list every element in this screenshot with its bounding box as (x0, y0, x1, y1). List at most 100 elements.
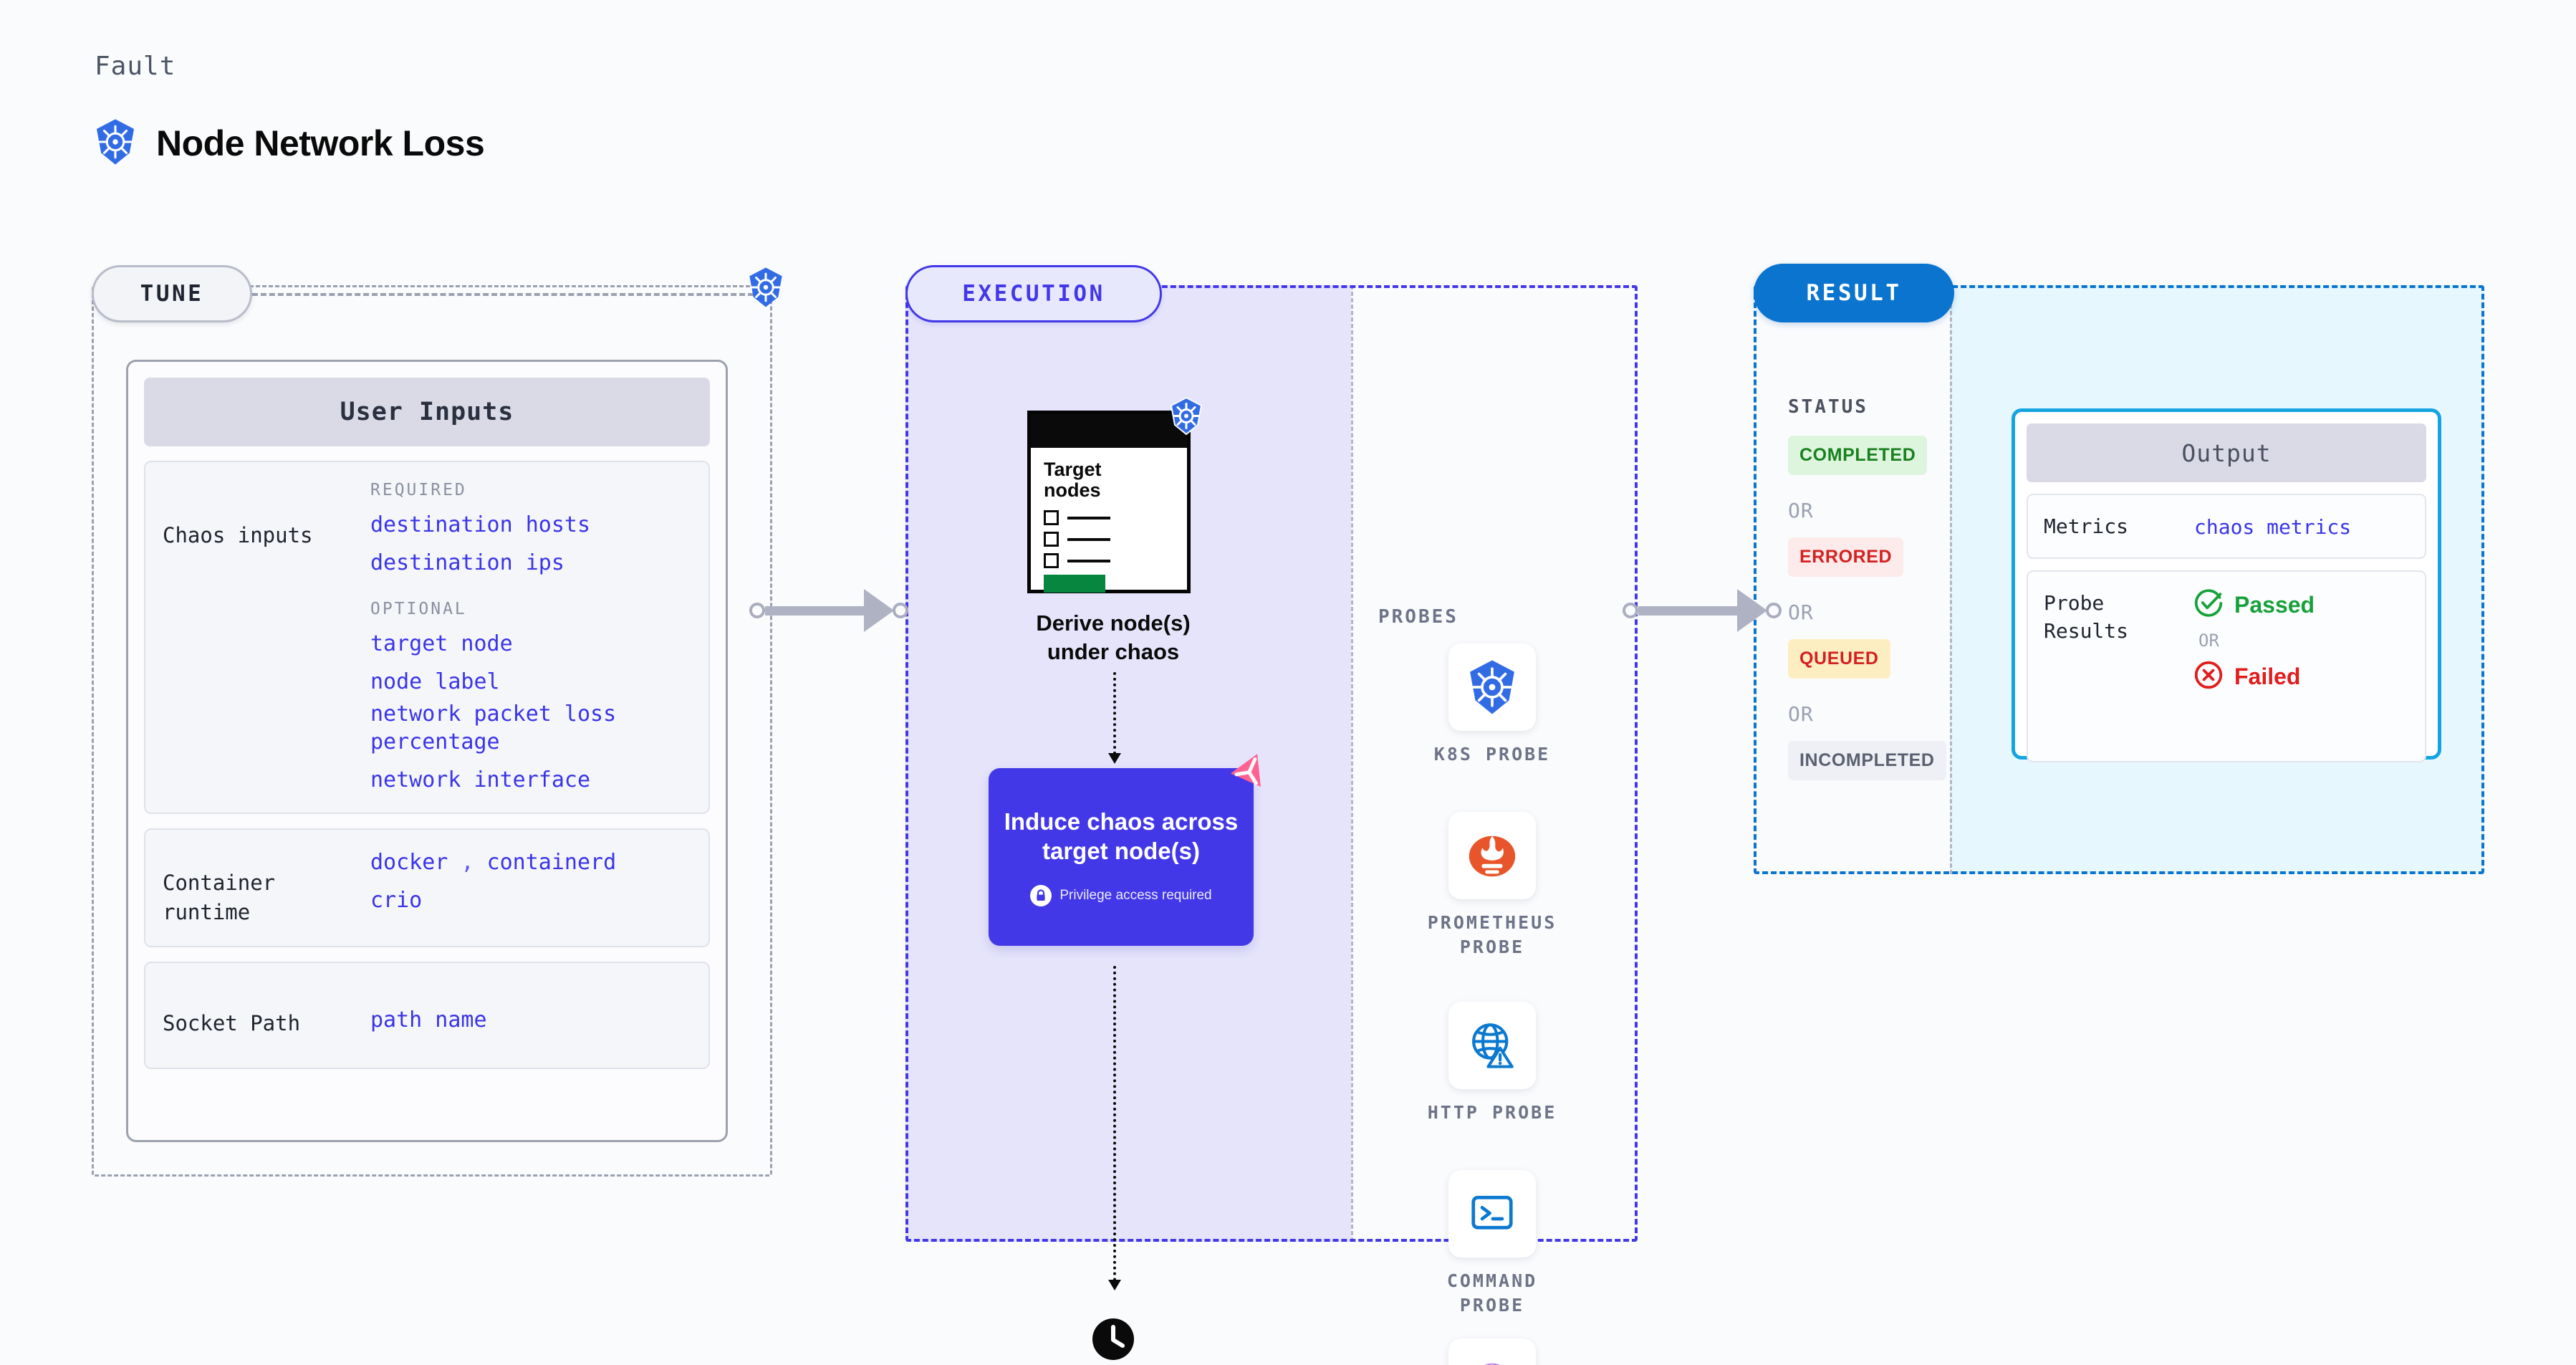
check-circle-icon (2194, 589, 2223, 621)
status-badge-incompleted: INCOMPLETED (1788, 741, 1946, 780)
probe-prometheus-label-line1: PROMETHEUS (1427, 912, 1557, 933)
status-divider (1950, 285, 1952, 874)
input-node-label[interactable]: node label (370, 669, 500, 694)
output-title: Output (2027, 423, 2426, 482)
fault-kicker: Fault (95, 52, 176, 81)
list-item (1044, 553, 1174, 569)
checkbox-icon[interactable] (1044, 553, 1059, 569)
kubernetes-icon (1168, 396, 1204, 438)
privilege-note: Privilege access required (1030, 884, 1212, 906)
socket-path-label: Socket Path (163, 1011, 301, 1036)
execution-pill-label: EXECUTION (962, 281, 1105, 307)
probe-result-failed: Failed (2194, 661, 2409, 692)
required-group-label: REQUIRED (370, 481, 467, 499)
probe-command[interactable]: COMMAND PROBE (1400, 1170, 1585, 1317)
flow-arrow-1 (1108, 672, 1121, 764)
flow-arrow-line (1113, 966, 1116, 1281)
flow-arrow-2 (1108, 966, 1121, 1290)
placeholder-line (1067, 537, 1110, 541)
confirm-bar (1044, 575, 1105, 593)
tune-panel-border (92, 285, 772, 1177)
tune-pill-label: TUNE (140, 281, 204, 307)
wait-chaos-interval-step: Wait for Chaos Interval (963, 1317, 1264, 1365)
induce-chaos-title-line1: Induce chaos across (1004, 808, 1239, 835)
probe-srm-slo[interactable]: SRM SLO PROBE (1400, 1338, 1585, 1365)
probe-prometheus[interactable]: PROMETHEUS PROBE (1400, 812, 1585, 959)
status-or-3: OR (1788, 702, 1814, 726)
connector-line (1638, 605, 1739, 616)
litmus-icon (1228, 748, 1272, 795)
list-item (1044, 510, 1174, 526)
probe-k8s-label: K8S PROBE (1433, 744, 1551, 765)
metrics-label: Metrics (2044, 514, 2129, 538)
placeholder-line (1067, 516, 1110, 519)
result-panel-border (1754, 285, 2484, 874)
flow-arrow-head (1108, 753, 1121, 764)
input-network-packet-loss-percentage[interactable]: network packet loss percentage (370, 701, 617, 755)
probe-prometheus-label-line2: PROBE (1459, 936, 1525, 957)
kubernetes-icon (93, 118, 138, 168)
target-nodes-list (1044, 510, 1174, 569)
connector-start-dot (1623, 603, 1638, 618)
probe-http-label: HTTP PROBE (1427, 1102, 1557, 1123)
user-inputs-card: User Inputs Chaos inputs REQUIRED destin… (126, 360, 728, 1142)
connector-execution-to-result (1623, 589, 1782, 632)
execution-panel: Target nodes (905, 285, 1638, 1365)
derive-nodes-caption-line1: Derive node(s) (1036, 610, 1191, 636)
probes-title: PROBES (1378, 606, 1458, 628)
runtime-separator: , (461, 850, 474, 875)
result-panel: STATUS COMPLETED OR ERRORED OR QUEUED OR… (1754, 285, 2484, 874)
execution-pill: EXECUTION (905, 265, 1162, 322)
probe-results-label: Probe Results (2044, 589, 2194, 744)
input-destination-hosts[interactable]: destination hosts (370, 512, 591, 537)
connector-end-dot (1766, 603, 1782, 618)
chaos-inputs-label: Chaos inputs (163, 523, 313, 547)
page-title: Node Network Loss (93, 118, 485, 168)
metrics-value[interactable]: chaos metrics (2194, 515, 2352, 539)
input-network-interface[interactable]: network interface (370, 767, 591, 792)
runtime-docker[interactable]: docker (370, 850, 448, 875)
x-circle-icon (2194, 661, 2223, 692)
srm-slo-icon (1448, 1338, 1536, 1365)
socket-path-value[interactable]: path name (370, 1007, 487, 1033)
probe-result-passed: Passed (2194, 589, 2409, 621)
runtime-crio[interactable]: crio (370, 888, 423, 913)
prometheus-icon (1448, 812, 1536, 899)
probe-results-label-line2: Results (2044, 619, 2129, 643)
target-nodes-title-line2: nodes (1044, 479, 1101, 502)
checkbox-icon[interactable] (1044, 532, 1059, 547)
input-destination-ips[interactable]: destination ips (370, 550, 564, 575)
derive-nodes-caption: Derive node(s) under chaos (963, 609, 1264, 666)
page-title-text: Node Network Loss (156, 123, 485, 163)
kubernetes-icon (1448, 643, 1536, 731)
runtime-values-line1: docker , containerd (370, 848, 691, 876)
status-badge-queued: QUEUED (1788, 639, 1890, 679)
metrics-row: Metrics chaos metrics (2027, 494, 2426, 560)
probe-results-row: Probe Results Passed OR (2027, 570, 2426, 763)
chaos-inputs-row: Chaos inputs REQUIRED destination hosts … (144, 461, 710, 814)
runtime-containerd[interactable]: containerd (486, 850, 617, 875)
execution-panel-border (905, 285, 1638, 1242)
probe-k8s[interactable]: K8S PROBE (1400, 643, 1585, 767)
user-inputs-title: User Inputs (144, 378, 710, 446)
result-pill-label: RESULT (1806, 280, 1902, 306)
probe-http[interactable]: HTTP PROBE (1400, 1002, 1585, 1125)
status-title: STATUS (1788, 396, 1868, 418)
derive-nodes-caption-line2: under chaos (1047, 638, 1180, 664)
placeholder-line (1067, 559, 1110, 562)
induce-chaos-title-line2: target node(s) (1042, 838, 1200, 864)
checkbox-icon[interactable] (1044, 510, 1059, 526)
connector-arrowhead (864, 589, 894, 632)
tune-pill: TUNE (92, 265, 252, 322)
probe-result-failed-label: Failed (2234, 663, 2301, 689)
probe-result-or: OR (2198, 631, 2219, 651)
list-item (1044, 532, 1174, 547)
kubernetes-icon (746, 267, 785, 311)
tune-dashed-connector (252, 293, 754, 296)
globe-warning-icon (1448, 1002, 1536, 1089)
terminal-icon (1448, 1170, 1536, 1258)
container-runtime-row: Container runtime docker , containerd cr… (144, 828, 710, 948)
result-pill: RESULT (1754, 264, 1954, 322)
input-target-node[interactable]: target node (370, 631, 513, 656)
